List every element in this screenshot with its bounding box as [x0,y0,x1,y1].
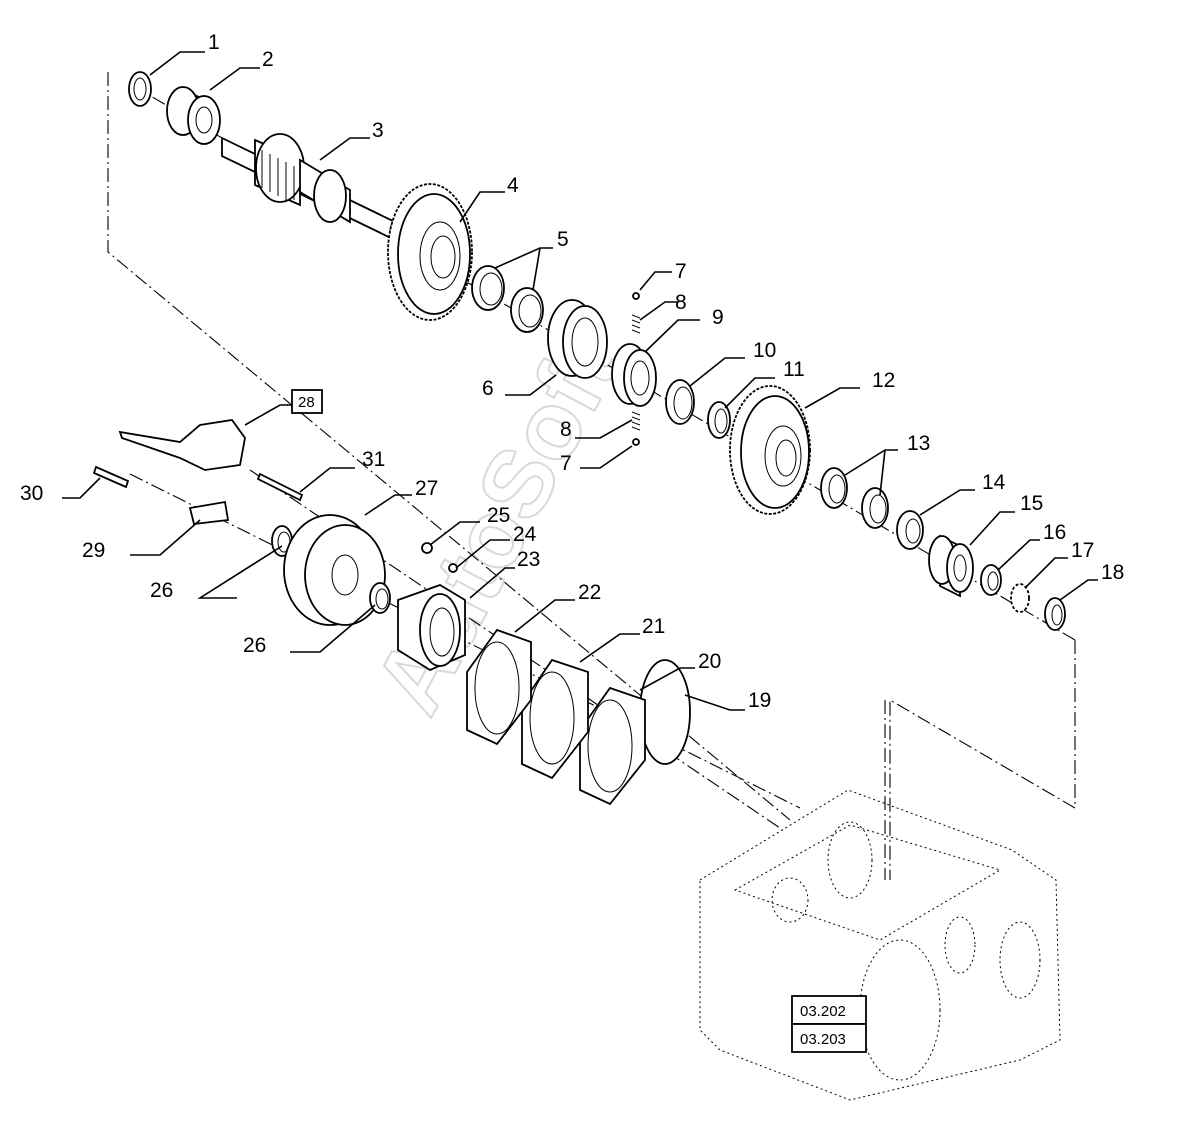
part-12-gear [729,385,811,515]
callout-4: 4 [507,174,519,197]
callout-1: 1 [208,31,220,54]
callout-31: 31 [362,448,385,471]
callout-25: 25 [487,504,510,527]
callout-7-bottom: 7 [560,452,572,475]
reference-boxes: 03.202 03.203 [791,995,867,1053]
callout-16: 16 [1043,521,1066,544]
callout-10: 10 [753,339,776,362]
callout-30: 30 [20,482,43,505]
part-26-27-pulley [271,514,391,626]
part-28-31-lever [92,419,304,525]
callout-7-top: 7 [675,260,687,283]
part-10-11-rings [665,379,731,439]
part-1-seal [128,71,152,107]
callout-14: 14 [982,471,1006,494]
callout-3: 3 [372,119,384,142]
part-9-hub [611,343,657,407]
callout-2: 2 [262,48,274,71]
callout-29: 29 [82,539,105,562]
callout-23: 23 [517,548,540,571]
callout-20: 20 [698,650,721,673]
part-7-8-detents [631,292,641,446]
callout-21: 21 [642,615,665,638]
callout-19: 19 [748,689,771,712]
callout-17: 17 [1071,539,1094,562]
part-5-rings [471,265,544,333]
part-13-rings [820,467,889,529]
callout-15: 15 [1020,492,1043,515]
callout-5: 5 [557,228,569,251]
callout-9: 9 [712,306,724,329]
part-2-bearing [166,86,221,145]
callout-26-bottom: 26 [243,634,266,657]
part-14-18-stack [896,510,1066,631]
leader-lines [62,51,1098,711]
reference-03-203: 03.203 [800,1031,846,1048]
gearbox-housing [699,789,1061,1101]
callout-18: 18 [1101,561,1124,584]
part-3-shaft [221,133,401,242]
callout-24: 24 [513,523,537,546]
callout-8-top: 8 [675,291,687,314]
part-6-sleeve [547,299,608,379]
callout-6: 6 [482,377,494,400]
callout-27: 27 [415,477,438,500]
callout-13: 13 [907,432,930,455]
callout-26-top: 26 [150,579,173,602]
callout-11: 11 [783,358,805,381]
callout-labels: 1 2 3 4 5 6 7 7 8 8 9 10 11 12 13 14 15 … [20,31,1124,712]
reference-03-202: 03.202 [800,1003,846,1020]
part-4-gear [387,183,473,321]
part-19-22-gaskets [466,628,691,806]
callout-12: 12 [872,369,895,392]
callout-28: 28 [298,394,315,411]
part-23-25-flange [397,542,466,672]
callout-22: 22 [578,581,601,604]
callout-8-bottom: 8 [560,418,572,441]
